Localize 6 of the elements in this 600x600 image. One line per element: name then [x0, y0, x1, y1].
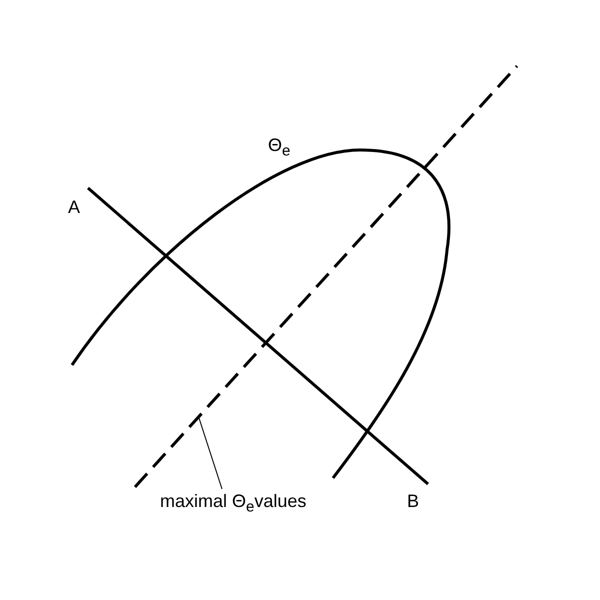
leader-label: maximal Θ$_{e}$values: [160, 492, 306, 515]
line-end-label: B: [407, 492, 420, 510]
curve-label: Θ$_{e}$: [268, 136, 290, 159]
dashed-line: [134, 65, 518, 488]
leader-line: [198, 418, 222, 490]
line-end-label: A: [68, 198, 80, 216]
